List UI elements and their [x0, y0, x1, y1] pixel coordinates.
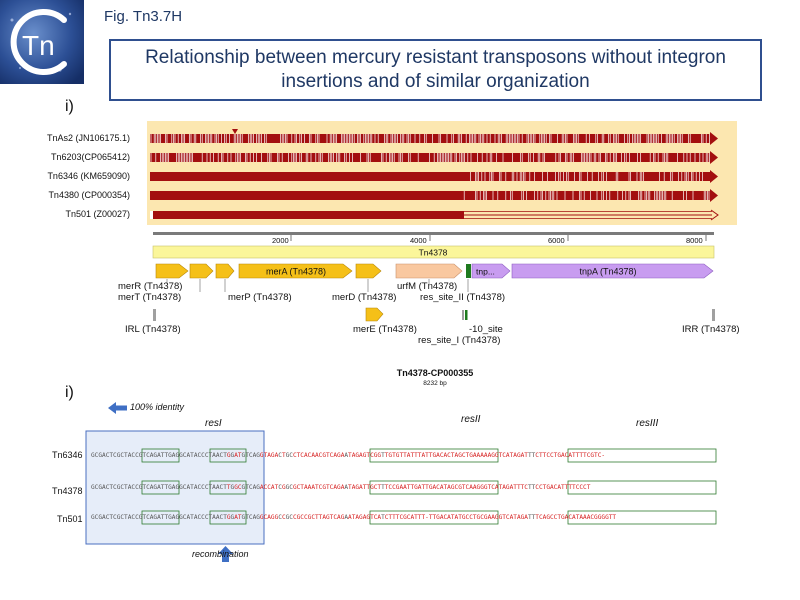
- merT-arrow: [189, 263, 214, 279]
- section-label-bottom: i): [65, 384, 74, 401]
- IRL-mark: [153, 309, 156, 321]
- alignment-header: Tn4378-CP000355 8232 bp: [397, 368, 474, 387]
- region-label-resII: resII: [461, 414, 481, 425]
- alignment-row-sequence: GCGACTCGCTACCGTCAGATTGAGGCATACCCTAACTTGG…: [91, 484, 591, 491]
- gene-features: merA (Tn4378) tnp... tnpA (Tn4378): [153, 263, 715, 322]
- IRR-label: IRR (Tn4378): [682, 324, 740, 335]
- track-tnas2: [150, 129, 718, 145]
- figure-title-box: Relationship between mercury resistant t…: [109, 39, 762, 101]
- merD-label: merD (Tn4378): [332, 292, 397, 303]
- tnp-label: tnp...: [476, 267, 495, 277]
- tn-logo: Tn: [0, 0, 84, 84]
- alignment-row-sequence: GCGACTCGCTACCGTCAGATTGAGGCATACCCTAACTGGA…: [91, 452, 606, 459]
- section-label-top: i): [65, 98, 74, 115]
- recombination-arrow: [218, 546, 233, 562]
- identity-note: 100% identity: [130, 402, 185, 412]
- comparison-tracks: [150, 129, 719, 221]
- res-site-I-label: res_site_I (Tn4378): [418, 335, 501, 346]
- sequence-ruler: 2000 4000 6000 8000: [153, 232, 714, 245]
- res-site-I-mark: [465, 310, 468, 320]
- merR-label: merR (Tn4378): [118, 281, 183, 292]
- merT-label: merT (Tn4378): [118, 292, 182, 303]
- merP-arrow: [215, 263, 235, 279]
- IRL-label: IRL (Tn4378): [125, 324, 181, 335]
- ruler-tick-2000: 2000: [272, 236, 289, 245]
- merP-label: merP (Tn4378): [228, 292, 292, 303]
- marker-triangle: [232, 129, 238, 134]
- merA-label: merA (Tn4378): [266, 267, 326, 277]
- figure-title: Relationship between mercury resistant t…: [145, 47, 726, 92]
- tnp-arrow: [471, 263, 511, 279]
- ruler-tick-8000: 8000: [686, 236, 703, 245]
- merE-arrow: [365, 307, 384, 322]
- recombination-highlight-box: [85, 430, 265, 545]
- tnpA-arrow: [511, 263, 714, 279]
- tnpA-label: tnpA (Tn4378): [579, 267, 636, 277]
- res-site-II-mark: [466, 264, 471, 278]
- track-label-tn6346: Tn6346 (KM659090): [47, 171, 130, 181]
- motif-boxes: [141, 448, 717, 525]
- IRR-mark: [712, 309, 715, 321]
- identity-arrow: [108, 402, 127, 414]
- track-tn501: [150, 209, 719, 221]
- reference-bar: Tn4378: [152, 245, 715, 259]
- merA-arrow: [238, 263, 353, 279]
- tn-logo-graphic: Tn: [0, 0, 84, 84]
- recombination-note: recombination: [192, 549, 249, 559]
- reference-label: Tn4378: [419, 248, 448, 258]
- urfM-arrow: [395, 263, 463, 279]
- merR-arrow: [155, 263, 189, 279]
- merD-arrow: [355, 263, 382, 279]
- figure-label: Fig. Tn3.7H: [104, 8, 183, 25]
- alignment-row-name: Tn6346: [52, 450, 83, 460]
- track-tn6346: [150, 170, 718, 183]
- track-label-tn6203: Tn6203(CP065412): [50, 152, 130, 162]
- region-label-resIII: resIII: [636, 418, 659, 429]
- ruler-tick-4000: 4000: [410, 236, 427, 245]
- alignment-row-sequence: GCGACTCGCTACCGTCAGATTGAGGCATACCCTAACTGGA…: [91, 514, 617, 521]
- minus10-mark: [462, 310, 464, 320]
- alignment-row-name: Tn501: [57, 514, 83, 524]
- track-label-tn4380: Tn4380 (CP000354): [48, 190, 130, 200]
- ruler-tick-6000: 6000: [548, 236, 565, 245]
- res-site-II-label: res_site_II (Tn4378): [420, 292, 506, 303]
- alignment-title: Tn4378-CP000355: [397, 368, 474, 378]
- alignment-length: 8232 bp: [423, 380, 447, 387]
- track-label-tnas2: TnAs2 (JN106175.1): [46, 133, 130, 143]
- track-tn4380: [150, 189, 718, 202]
- region-label-resI: resI: [205, 418, 222, 429]
- svg-text:Tn: Tn: [22, 30, 55, 61]
- urfM-label: urfM (Tn4378): [397, 281, 458, 292]
- minus10-label: -10_site: [469, 324, 503, 335]
- alignment-row-name: Tn4378: [52, 486, 83, 496]
- track-tn6203: [150, 151, 718, 164]
- merE-label: merE (Tn4378): [353, 324, 417, 335]
- track-label-tn501: Tn501 (Z00027): [65, 209, 130, 219]
